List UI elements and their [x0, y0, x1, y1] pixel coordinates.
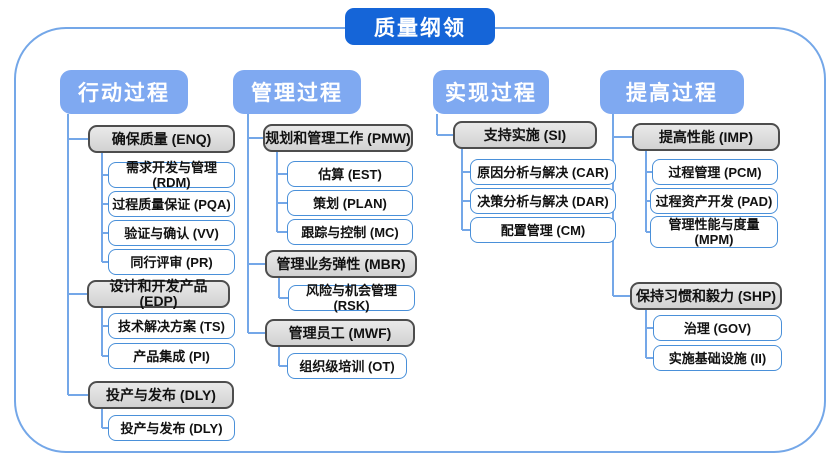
node-rdm: 需求开发与管理 (RDM) — [108, 160, 235, 190]
node-pr: 同行评审 (PR) — [108, 249, 235, 275]
node-rsk: 风险与机会管理 (RSK) — [288, 283, 415, 313]
node-ii: 实施基础设施 (II) — [653, 345, 782, 371]
node-vv: 验证与确认 (VV) — [108, 220, 235, 246]
node-si: 支持实施 (SI) — [453, 121, 597, 149]
node-car: 原因分析与解决 (CAR) — [470, 159, 616, 185]
node-pi: 产品集成 (PI) — [108, 343, 235, 369]
node-plan: 策划 (PLAN) — [287, 190, 413, 216]
column-header-implementation-process: 实现过程 — [433, 70, 549, 114]
node-pmw: 规划和管理工作 (PMW) — [263, 124, 413, 152]
diagram-title: 质量纲领 — [345, 8, 495, 45]
node-pcm: 过程管理 (PCM) — [652, 159, 778, 185]
node-shp: 保持习惯和毅力 (SHP) — [630, 282, 782, 310]
node-ot: 组织级培训 (OT) — [287, 353, 407, 379]
node-mbr: 管理业务弹性 (MBR) — [265, 250, 417, 278]
node-imp: 提高性能 (IMP) — [632, 123, 780, 151]
node-dly: 投产与发布 (DLY) — [88, 381, 234, 409]
node-enq: 确保质量 (ENQ) — [88, 125, 235, 153]
node-mc: 跟踪与控制 (MC) — [287, 219, 413, 245]
column-header-improvement-process: 提高过程 — [600, 70, 744, 114]
node-pad: 过程资产开发 (PAD) — [650, 188, 778, 214]
node-est: 估算 (EST) — [287, 161, 413, 187]
column-header-action-process: 行动过程 — [60, 70, 188, 114]
node-pqa: 过程质量保证 (PQA) — [108, 191, 235, 217]
node-mpm: 管理性能与度量 (MPM) — [650, 216, 778, 248]
node-mwf: 管理员工 (MWF) — [265, 319, 415, 347]
node-dly-sub: 投产与发布 (DLY) — [108, 415, 235, 441]
node-edp: 设计和开发产品 (EDP) — [87, 279, 230, 309]
node-ts: 技术解决方案 (TS) — [108, 313, 235, 339]
node-cm: 配置管理 (CM) — [470, 217, 616, 243]
node-gov: 治理 (GOV) — [653, 315, 782, 341]
column-header-management-process: 管理过程 — [233, 70, 361, 114]
node-dar: 决策分析与解决 (DAR) — [470, 188, 616, 214]
